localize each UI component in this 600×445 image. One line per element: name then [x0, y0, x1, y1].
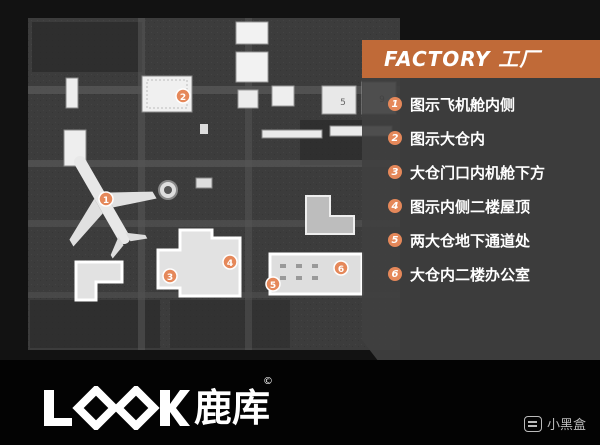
legend-label-2: 图示大仓内: [410, 129, 486, 148]
svg-text:1: 1: [103, 196, 109, 206]
legend-label-1: 图示飞机舱内侧: [410, 95, 516, 114]
map-marker-5[interactable]: 5: [265, 276, 281, 292]
footer-branding: 鹿库 © 小黑盒: [0, 360, 600, 445]
airplane-shape: [69, 155, 157, 259]
logo-text: 鹿库: [194, 386, 271, 430]
legend-num-5: 5: [388, 233, 402, 247]
legend-item-1: 1 图示飞机舱内侧: [388, 90, 515, 118]
legend-num-6: 6: [388, 267, 402, 281]
watermark: 小黑盒: [523, 414, 586, 433]
legend-item-2: 2 图示大仓内: [388, 124, 485, 152]
svg-text:4: 4: [227, 259, 233, 269]
map-marker-3[interactable]: 3: [162, 268, 178, 284]
legend-num-1: 1: [388, 97, 402, 111]
legend-label-6: 大仓内二楼办公室: [410, 265, 531, 284]
map-marker-1[interactable]: 1: [98, 191, 114, 207]
look-logo-mark: [44, 386, 190, 430]
svg-text:5: 5: [270, 281, 276, 291]
map-marker-2[interactable]: 2: [175, 88, 191, 104]
legend-panel: FACTORY 工厂 1 图示飞机舱内侧 2 图示大仓内 3 大仓门口内机舱下方…: [362, 40, 600, 366]
svg-text:3: 3: [167, 273, 173, 283]
svg-text:6: 6: [338, 265, 344, 275]
legend-label-3: 大仓门口内机舱下方: [410, 163, 546, 182]
building-label-5: 5: [340, 98, 346, 108]
watermark-text: 小黑盒: [546, 418, 586, 433]
legend-item-3: 3 大仓门口内机舱下方: [388, 158, 545, 186]
map-marker-4[interactable]: 4: [222, 254, 238, 270]
legend-num-4: 4: [388, 199, 402, 213]
legend-item-6: 6 大仓内二楼办公室: [388, 260, 530, 288]
panel-title: FACTORY 工厂: [362, 40, 600, 78]
legend-num-3: 3: [388, 165, 402, 179]
legend-item-4: 4 图示内侧二楼屋顶: [388, 192, 530, 220]
panel-background: [362, 40, 600, 366]
legend-list: 1 图示飞机舱内侧 2 图示大仓内 3 大仓门口内机舱下方 4 图示内侧二楼屋顶…: [362, 78, 600, 366]
watermark-icon: [523, 415, 542, 432]
map-marker-6[interactable]: 6: [333, 260, 349, 276]
legend-label-4: 图示内侧二楼屋顶: [410, 197, 531, 216]
registered-mark: ©: [263, 376, 273, 387]
legend-label-5: 两大仓地下通道处: [410, 231, 531, 250]
look-logo: 鹿库: [40, 382, 270, 430]
svg-text:2: 2: [180, 93, 186, 103]
legend-num-2: 2: [388, 131, 402, 145]
legend-item-5: 5 两大仓地下通道处: [388, 226, 530, 254]
